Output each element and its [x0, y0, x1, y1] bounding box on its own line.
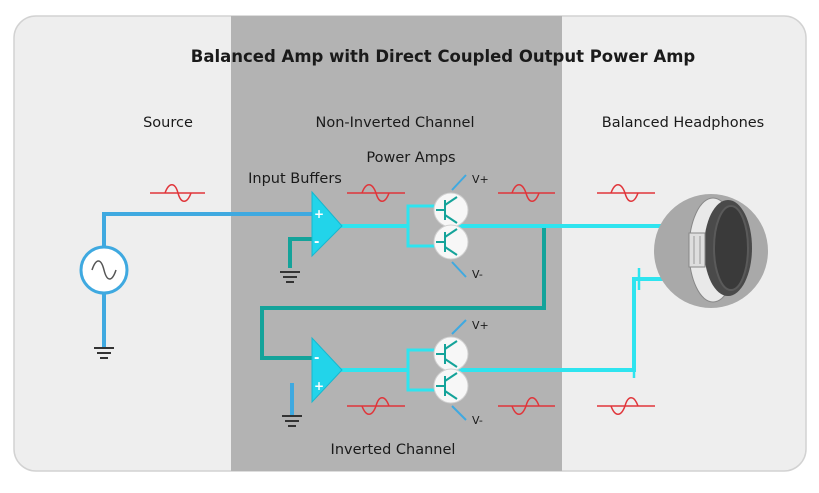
source-label: Source [143, 115, 193, 131]
waveform-icon-buffer-top [347, 184, 405, 202]
plus-input-top: + [314, 207, 324, 221]
input-buffer-bottom: - + [311, 336, 343, 404]
amplifier-band [231, 16, 562, 471]
power-amp-bottom: V+ V- [433, 319, 489, 427]
v-plus-top: V+ [472, 173, 489, 186]
waveform-icon-buffer-bottom [347, 397, 405, 415]
input-buffers-label: Input Buffers [248, 171, 342, 187]
v-minus-bottom: V- [472, 414, 483, 427]
ground-icon-buffer-top [280, 271, 300, 283]
waveform-icons-bottom [347, 397, 655, 415]
balanced-headphones-label: Balanced Headphones [602, 115, 765, 131]
plus-input-bottom: + [314, 379, 324, 393]
waveform-icon-amp-top [498, 184, 555, 202]
minus-input-bottom: - [314, 351, 319, 366]
waveform-icon-source-top [150, 184, 205, 202]
diagram-title: Balanced Amp with Direct Coupled Output … [191, 47, 696, 66]
v-minus-top: V- [472, 268, 483, 281]
power-amps-label: Power Amps [366, 150, 455, 166]
ac-source-icon [79, 245, 129, 295]
minus-input-top: - [314, 235, 319, 250]
source-wiring [102, 212, 314, 415]
ground-icon-buffer-bottom [282, 415, 302, 427]
v-plus-bottom: V+ [472, 319, 489, 332]
input-buffer-top: + - [311, 190, 343, 258]
interstage-wiring [260, 226, 546, 360]
ground-icon-source [94, 347, 114, 359]
waveform-icons-top [150, 184, 655, 202]
waveform-icon-headphone-bottom [597, 397, 655, 415]
waveform-icon-headphone-top [597, 184, 655, 202]
output-terminals [632, 268, 641, 378]
non-inverted-channel-label: Non-Inverted Channel [315, 115, 474, 131]
waveform-icon-amp-bottom [498, 397, 555, 415]
power-amp-top: V+ V- [433, 173, 489, 281]
headphone-icon [654, 194, 768, 308]
inverted-channel-label: Inverted Channel [331, 442, 456, 458]
